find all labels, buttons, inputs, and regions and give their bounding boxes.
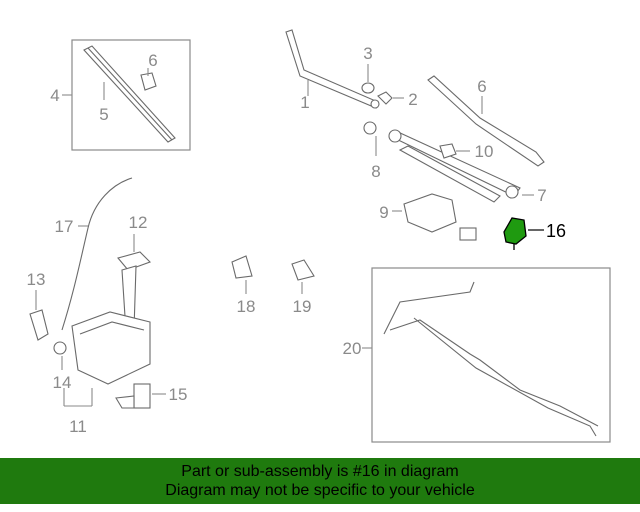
washer-hose [61, 177, 133, 331]
arm-cap-and-nut [361, 64, 404, 105]
callout-17: 17 [55, 217, 74, 236]
callout-15: 15 [169, 385, 188, 404]
callout-19: 19 [293, 297, 312, 316]
callout-2: 2 [408, 90, 417, 109]
wiper-blade-inset [62, 39, 191, 151]
pivot-bolt [363, 121, 377, 156]
callout-9: 9 [379, 203, 388, 222]
wiper-washer-diagram: 1 2 3 4 5 6 6 7 8 9 10 11 12 13 14 15 16… [27, 29, 611, 443]
highlighted-part-16 [503, 217, 544, 250]
callout-1: 1 [300, 93, 309, 112]
callout-13: 13 [27, 270, 46, 289]
banner-line-part-number: Part or sub-assembly is #16 in diagram [181, 463, 459, 480]
hose-clip-19 [291, 259, 315, 294]
callout-6-blade: 6 [148, 51, 157, 70]
washer-pump [115, 383, 166, 409]
wiper-linkage [388, 129, 534, 203]
callout-10: 10 [475, 142, 494, 161]
callout-labels: 1 2 3 4 5 6 6 7 8 9 10 11 12 13 14 15 16… [27, 44, 566, 436]
callout-8: 8 [371, 162, 380, 181]
wiper-arm-passenger [427, 75, 545, 167]
wiper-arm-driver [285, 29, 380, 109]
callout-6-arm: 6 [477, 77, 486, 96]
wiper-motor [392, 193, 477, 241]
banner-line-disclaimer: Diagram may not be specific to your vehi… [165, 482, 475, 499]
reservoir-neck-cap [117, 234, 151, 333]
callout-3: 3 [363, 44, 372, 63]
diagram-notice-banner: Part or sub-assembly is #16 in diagram D… [0, 458, 640, 504]
callout-16: 16 [546, 221, 566, 241]
level-sensor [29, 290, 49, 341]
reservoir-grommet [53, 341, 67, 370]
linkage-bolt [439, 143, 470, 159]
callout-14: 14 [53, 373, 72, 392]
callout-7: 7 [537, 186, 546, 205]
hose-clip-18 [231, 255, 253, 294]
hose-assembly-inset [362, 267, 611, 443]
callout-11: 11 [69, 417, 87, 436]
callout-18: 18 [237, 297, 256, 316]
washer-reservoir [63, 311, 151, 407]
callout-4: 4 [50, 86, 59, 105]
callout-12: 12 [129, 213, 148, 232]
callout-5: 5 [99, 105, 108, 124]
callout-20: 20 [343, 339, 362, 358]
